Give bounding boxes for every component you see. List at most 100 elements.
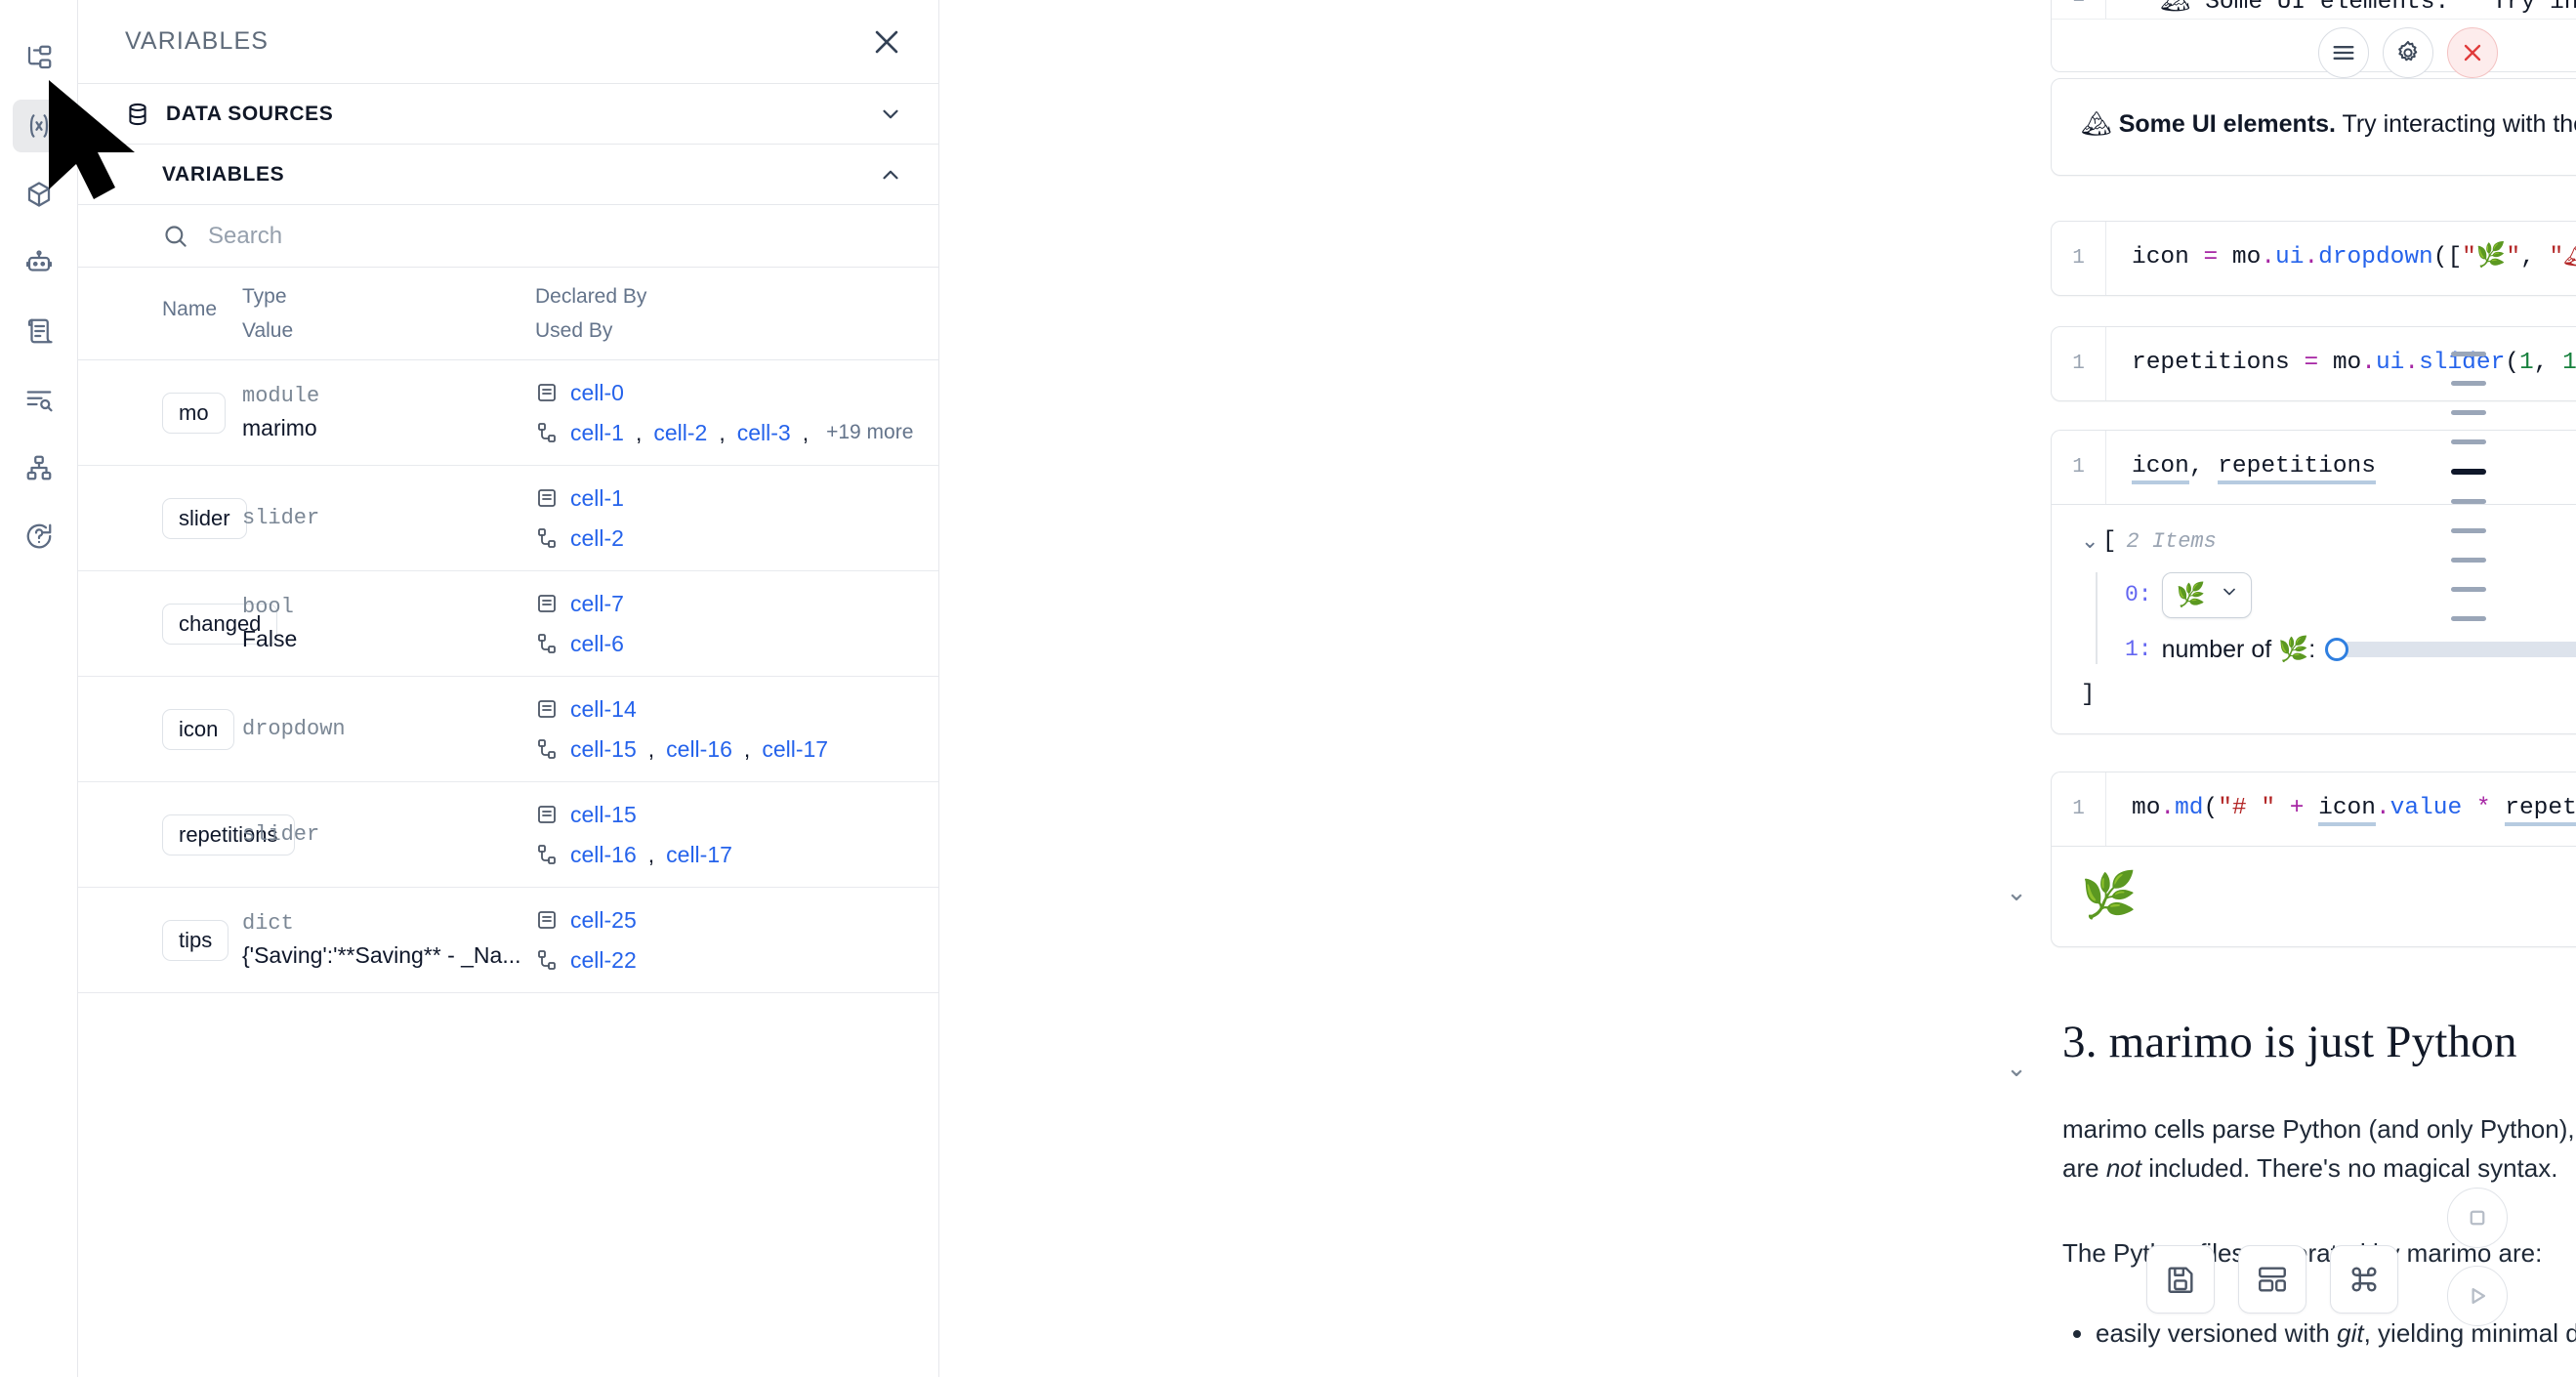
- cell-link[interactable]: cell-3: [736, 419, 791, 445]
- variable-name-chip[interactable]: changed: [162, 603, 278, 645]
- chevron-down-icon: [2220, 582, 2239, 607]
- cell-link[interactable]: cell-6: [570, 630, 624, 656]
- cell-collapse-chevron[interactable]: ⌄: [2006, 877, 2027, 906]
- cell-link[interactable]: cell-25: [570, 907, 637, 933]
- variable-name-chip[interactable]: slider: [162, 497, 247, 539]
- minimap[interactable]: [2451, 352, 2486, 621]
- section-variables[interactable]: VARIABLES: [78, 145, 938, 205]
- scratchpad-icon[interactable]: [13, 305, 65, 357]
- code-token: [2491, 795, 2506, 821]
- used-by-line: cell-1,cell-2,cell-3,+19 more: [535, 416, 919, 450]
- line-number: 1: [2052, 431, 2106, 504]
- slider-track[interactable]: [2341, 642, 2576, 658]
- variable-type: dropdown: [242, 716, 346, 741]
- code-token: mo: [2318, 350, 2362, 376]
- cell-code-text[interactable]: ""🏔 Some UI elements."" Try interacting …: [2132, 0, 2576, 16]
- cell-code-text[interactable]: repetitions = mo.ui.slider(1, 16, label=…: [2106, 327, 2576, 400]
- cell-link[interactable]: cell-2: [653, 419, 708, 445]
- slider-control[interactable]: [2325, 638, 2576, 662]
- gear-icon[interactable]: [2383, 27, 2433, 78]
- minimap-bar[interactable]: [2451, 499, 2486, 504]
- tree-open-bracket: [: [2102, 527, 2117, 555]
- variable-name-chip[interactable]: icon: [162, 708, 235, 750]
- cell-document-icon: [535, 592, 559, 615]
- section-data-sources[interactable]: DATA SOURCES: [78, 84, 938, 145]
- variable-type: slider: [242, 821, 320, 847]
- cell-link[interactable]: cell-16: [666, 735, 732, 762]
- play-triangle-icon[interactable]: [2447, 1266, 2508, 1326]
- minimap-bar[interactable]: [2451, 558, 2486, 563]
- command-icon[interactable]: [2330, 1245, 2398, 1314]
- cell-link[interactable]: cell-1: [570, 419, 624, 445]
- cell-link[interactable]: cell-17: [666, 841, 732, 867]
- doc-collapse-chevron[interactable]: ⌄: [2006, 1053, 2027, 1082]
- code-token: [2275, 795, 2290, 821]
- minimap-bar[interactable]: [2451, 616, 2486, 621]
- dependency-graph-icon[interactable]: [13, 441, 65, 494]
- variables-icon[interactable]: [12, 100, 65, 152]
- more-cells-label[interactable]: +19 more: [826, 421, 914, 443]
- cell-link[interactable]: cell-1: [570, 485, 624, 511]
- cell-link[interactable]: cell-15: [570, 735, 637, 762]
- cell-link[interactable]: cell-14: [570, 696, 637, 722]
- minimap-bar[interactable]: [2451, 439, 2486, 444]
- doc-p1-b: included. There's no magical syntax.: [2140, 1153, 2558, 1184]
- panel-header: VARIABLES: [78, 0, 938, 84]
- slider-knob[interactable]: [2325, 638, 2349, 662]
- code-token: ui: [2375, 350, 2405, 376]
- minimap-bar[interactable]: [2451, 381, 2486, 386]
- cell-link[interactable]: cell-16: [570, 841, 637, 867]
- code-token: [2290, 350, 2305, 376]
- hamburger-icon[interactable]: [2318, 27, 2369, 78]
- chevron-up-icon[interactable]: [878, 162, 903, 188]
- used-by-line: cell-2: [535, 522, 919, 556]
- cell-link[interactable]: cell-7: [570, 591, 624, 616]
- minimap-bar[interactable]: [2451, 410, 2486, 415]
- md-emoji: 🏔: [2081, 110, 2112, 138]
- cell-link[interactable]: cell-15: [570, 802, 637, 827]
- variable-name-chip[interactable]: repetitions: [162, 814, 295, 855]
- md-rest-text: Try interacting with the below elements.: [2342, 110, 2576, 138]
- layout-grid-icon[interactable]: [2238, 1245, 2306, 1314]
- cell-link-separator: ,: [802, 419, 810, 445]
- code-token: .: [2261, 244, 2276, 271]
- cell-code-text[interactable]: icon = mo.ui.dropdown(["🌿", "🏔", "✨"], v…: [2106, 222, 2576, 295]
- cell-link[interactable]: cell-0: [570, 380, 624, 405]
- minimap-bar[interactable]: [2451, 528, 2486, 533]
- stop-square-icon[interactable]: [2447, 1188, 2508, 1248]
- tree-collapse-chevron[interactable]: ⌄: [2081, 528, 2099, 554]
- minimap-bar[interactable]: [2451, 587, 2486, 592]
- code-token: (: [2203, 795, 2219, 821]
- help-circle-icon[interactable]: [13, 510, 65, 563]
- close-x-icon[interactable]: [2447, 27, 2498, 78]
- search-input[interactable]: [208, 222, 903, 250]
- cell-link[interactable]: cell-17: [762, 735, 829, 762]
- code-token: [2304, 795, 2318, 821]
- run-controls: [2447, 1188, 2508, 1326]
- variable-name-chip[interactable]: mo: [162, 392, 226, 434]
- variable-value: marimo: [242, 414, 317, 440]
- cell-output: 🌿: [2051, 845, 2576, 947]
- cell-code-text[interactable]: icon, repetitions: [2106, 431, 2576, 504]
- packages-cube-icon[interactable]: [13, 168, 65, 221]
- variable-name-chip[interactable]: tips: [162, 919, 229, 961]
- cell-link[interactable]: cell-22: [570, 946, 637, 973]
- minimap-bar[interactable]: [2451, 469, 2486, 475]
- close-panel-button[interactable]: [870, 25, 903, 59]
- dropdown-select[interactable]: 🌿: [2161, 571, 2252, 618]
- chevron-down-icon[interactable]: [878, 102, 903, 127]
- minimap-bar[interactable]: [2451, 352, 2486, 356]
- cell-link[interactable]: cell-2: [570, 524, 624, 551]
- outline-search-icon[interactable]: [13, 373, 65, 426]
- floppy-disk-icon[interactable]: [2146, 1245, 2215, 1314]
- cell-code-text[interactable]: mo.md("# " + icon.value * repetitions.va…: [2106, 772, 2576, 846]
- cell-link-separator: ,: [647, 735, 655, 762]
- ai-robot-icon[interactable]: [13, 236, 65, 289]
- used-by-line: cell-6: [535, 627, 919, 661]
- tree-close-bracket: ]: [2081, 681, 2096, 708]
- file-tree-icon[interactable]: [13, 31, 65, 84]
- output-tree: ⌄ [ 2 Items 0: 🌿: [2052, 505, 2576, 733]
- cell-link-separator: ,: [635, 419, 643, 445]
- code-token: ,: [2520, 244, 2550, 271]
